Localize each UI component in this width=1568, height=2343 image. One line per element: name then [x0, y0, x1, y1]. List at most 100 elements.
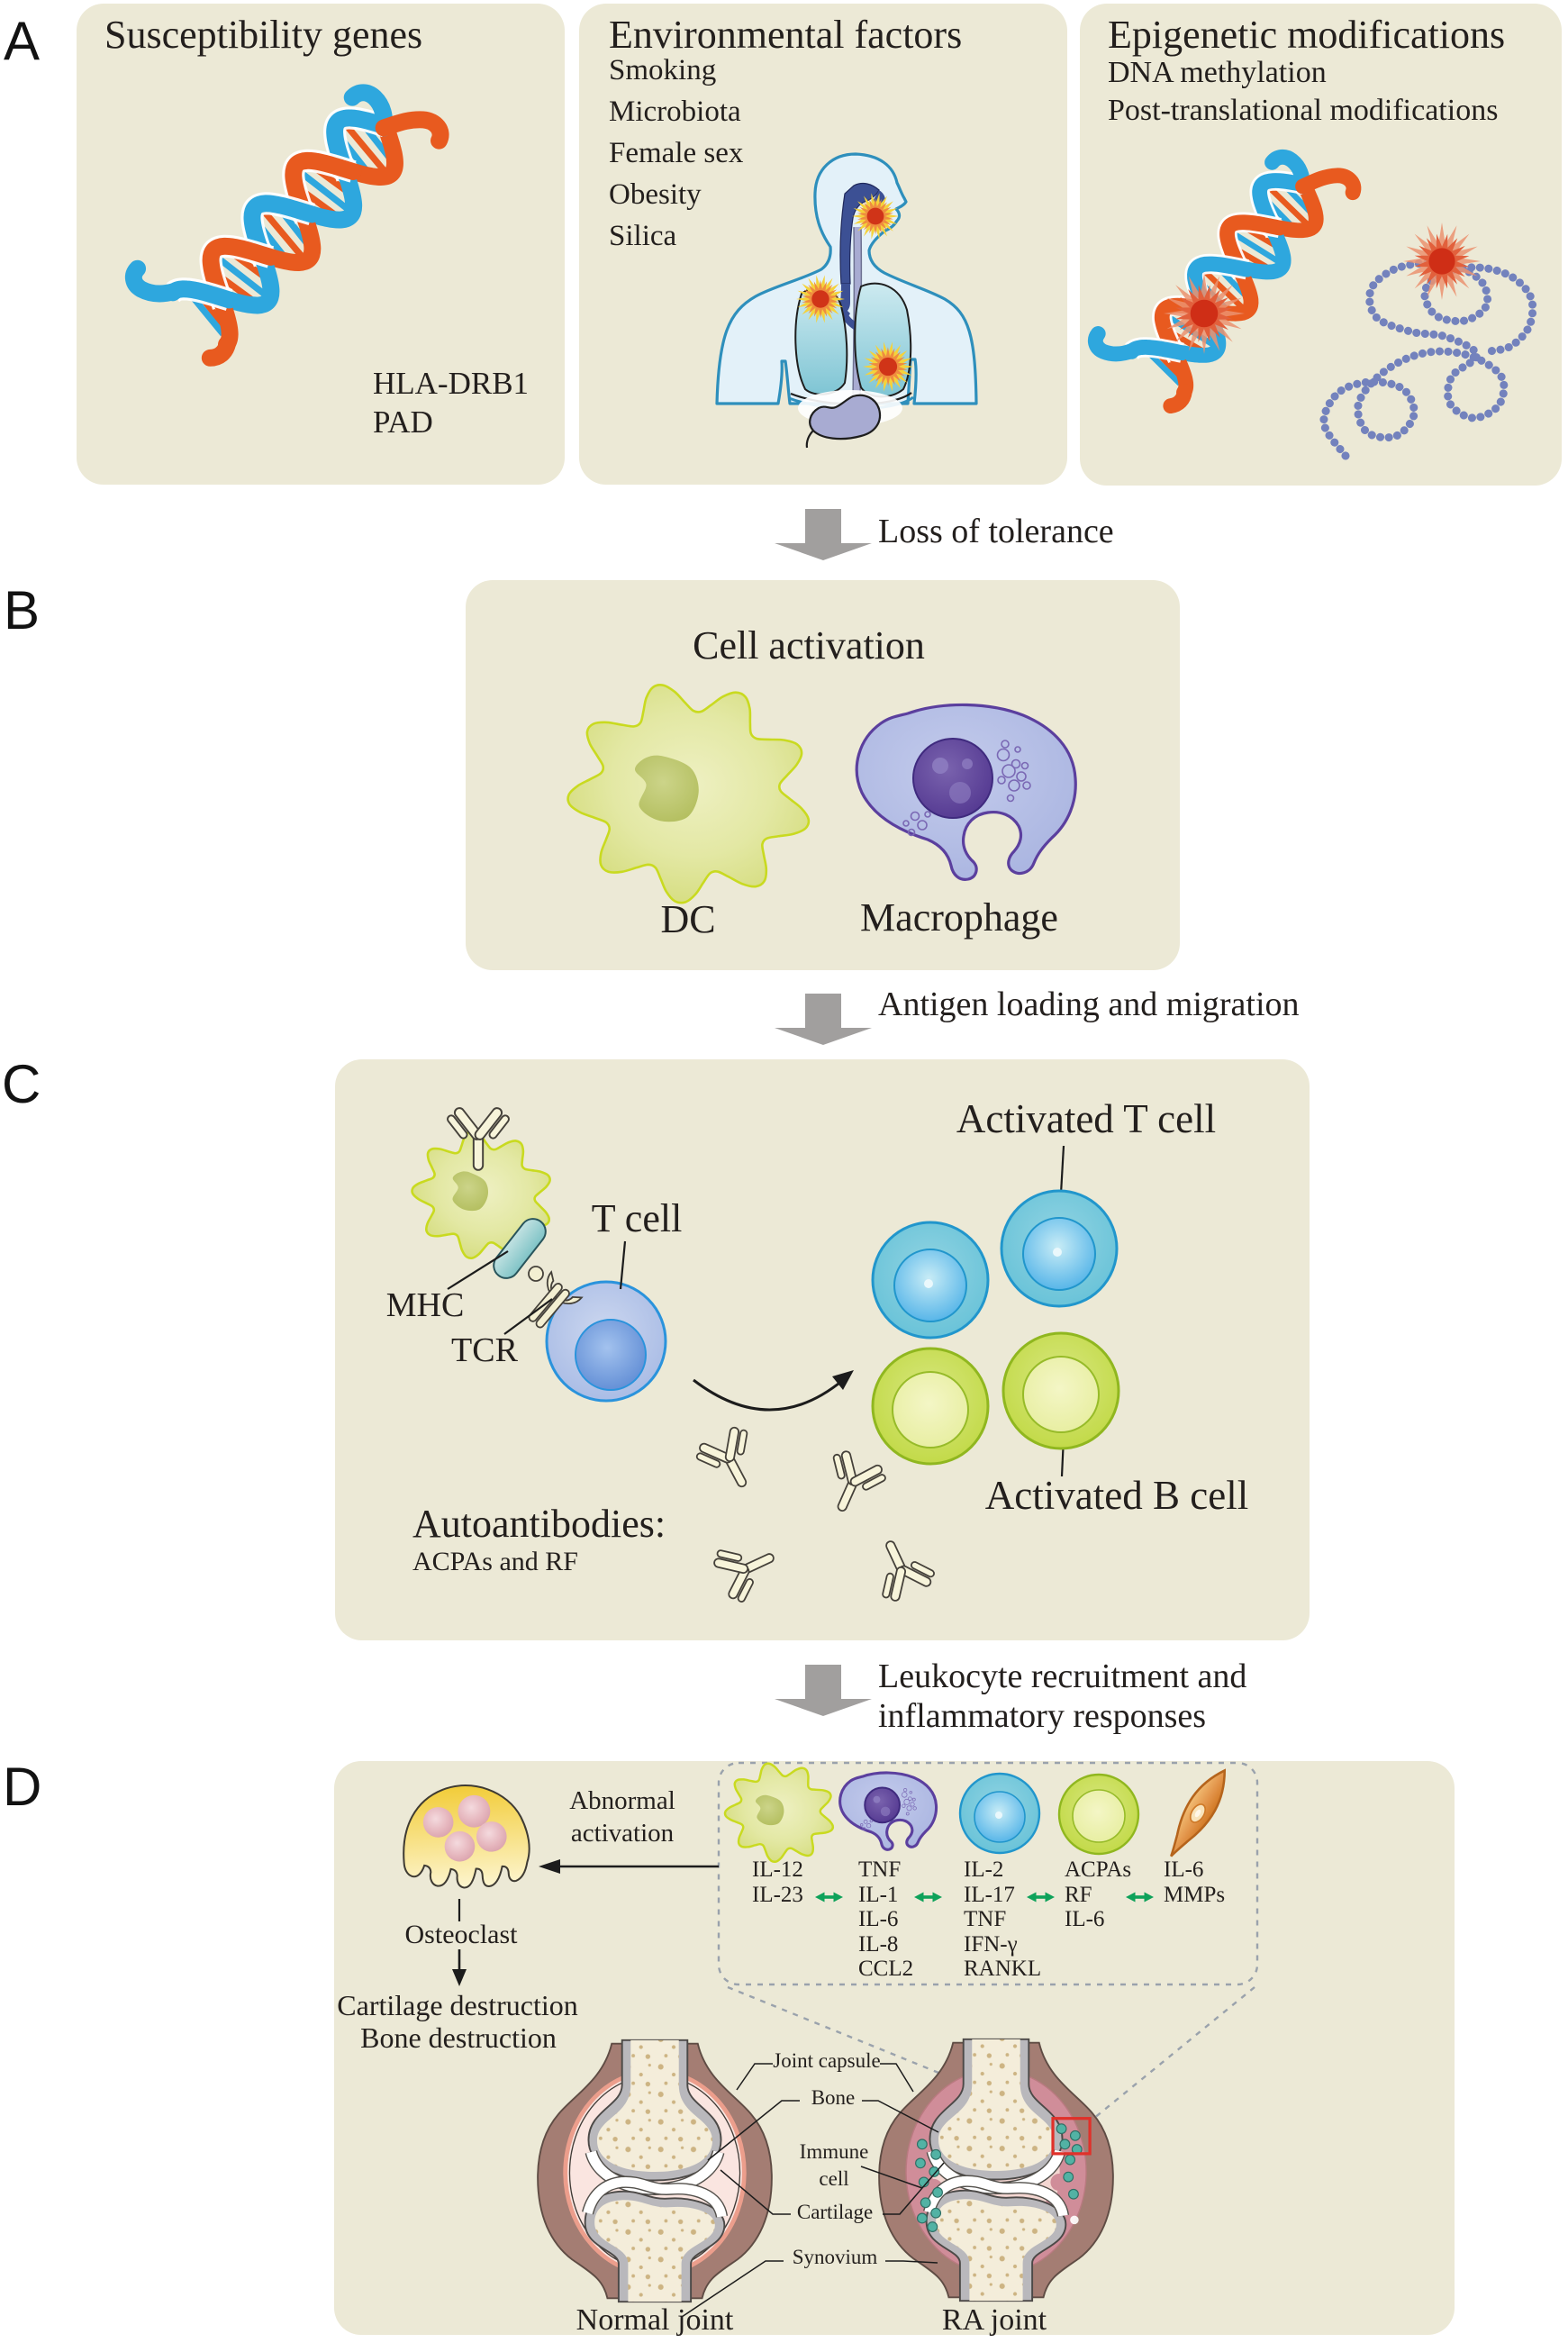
destruction-arrow	[452, 1949, 467, 1986]
cell-activation-title: Cell activation	[693, 623, 925, 667]
activated-b-cell-icon	[1002, 1331, 1120, 1450]
antibody-icon	[860, 1528, 942, 1609]
leukocyte-label-line1: Leukocyte recruitment and	[878, 1657, 1247, 1695]
t-cell-label: T cell	[591, 1196, 683, 1240]
double-arrow-icon	[914, 1892, 942, 1903]
down-arrow-icon	[775, 994, 872, 1045]
osteoclast-label: Osteoclast	[404, 1920, 518, 1949]
factor-item: Obesity	[609, 178, 702, 211]
synovium-label: Synovium	[792, 2246, 878, 2268]
gene-item: HLA-DRB1	[373, 366, 530, 401]
cytokine-item: IL-8	[858, 1931, 899, 1957]
cytokine-item: IFN-γ	[964, 1931, 1018, 1957]
tcr-icon	[528, 1270, 584, 1329]
dendritic-cell-icon	[723, 1762, 835, 1864]
antigen-peptide-icon	[528, 1266, 544, 1282]
mhc-label: MHC	[385, 1286, 465, 1324]
epigenetic-item: Post-translational modifications	[1108, 94, 1499, 127]
cytokine-item: RF	[1065, 1882, 1092, 1907]
double-arrow-icon	[1126, 1892, 1154, 1903]
leukocyte-label-line2: inflammatory responses	[878, 1697, 1207, 1735]
immune-cell-label-line1: Immune	[799, 2140, 869, 2163]
susceptibility-title: Susceptibility genes	[104, 13, 423, 57]
methyl-starburst-icon	[1164, 273, 1245, 354]
factor-item: Microbiota	[609, 95, 741, 128]
susceptibility-genes-box	[77, 4, 565, 485]
activated-t-cell-icon	[871, 1221, 990, 1340]
cytokine-item: RANKL	[964, 1957, 1042, 1981]
abnormal-label-line2: activation	[570, 1819, 675, 1848]
b-cell-icon	[1057, 1773, 1140, 1856]
epigenetic-item: DNA methylation	[1108, 56, 1327, 89]
environment-title: Environmental factors	[609, 13, 963, 57]
loss-of-tolerance-label: Loss of tolerance	[878, 513, 1114, 550]
down-arrow-icon	[775, 509, 872, 560]
cytokine-item: TNF	[858, 1857, 902, 1882]
cytokine-item: TNF	[964, 1907, 1007, 1931]
panel-label-a: A	[4, 11, 41, 71]
joint-label-lines	[681, 2063, 945, 2318]
factor-item: Smoking	[609, 54, 717, 86]
cartilage-destruction-label: Cartilage destruction	[337, 1989, 578, 2021]
epigenetic-modifications-box	[1080, 4, 1562, 486]
ra-joint-illustration	[878, 2038, 1114, 2302]
panel-label-d: D	[3, 1757, 42, 1817]
tcr-label: TCR	[451, 1331, 518, 1369]
abnormal-activation-arrow	[539, 1859, 719, 1874]
macrophage-icon	[855, 703, 1077, 881]
cytokine-item: ACPAs	[1065, 1857, 1132, 1882]
cytokine-item: IL-23	[752, 1882, 803, 1907]
factor-item: Female sex	[609, 137, 744, 169]
bone-label: Bone	[811, 2086, 856, 2109]
abnormal-label-line1: Abnormal	[569, 1786, 675, 1815]
antigen-loading-label: Antigen loading and migration	[878, 985, 1300, 1023]
double-arrow-icon	[815, 1892, 843, 1903]
activated-b-cell-icon	[871, 1347, 990, 1466]
dendritic-cell-icon	[566, 684, 811, 904]
panel-label-b: B	[4, 580, 41, 640]
dna-helix-icon	[124, 84, 449, 367]
activated-b-cell-label: Activated B cell	[984, 1473, 1249, 1518]
cytokine-item: IL-6	[1164, 1857, 1204, 1882]
antibody-icon	[689, 1420, 771, 1502]
mhc-molecule-icon	[493, 1218, 547, 1279]
activated-t-cell-label: Activated T cell	[956, 1096, 1217, 1141]
gene-item: PAD	[373, 404, 433, 440]
dashed-callout-box	[717, 1761, 1259, 2121]
fibroblast-icon	[1170, 1768, 1227, 1857]
cytokine-item: IL-12	[752, 1857, 803, 1882]
cytokine-item: IL-17	[964, 1882, 1015, 1907]
cytokine-item: MMPs	[1164, 1882, 1226, 1907]
immune-cell-label-line2: cell	[819, 2167, 849, 2190]
antibody-icon	[812, 1444, 893, 1524]
cartilage-label: Cartilage	[796, 2201, 874, 2223]
factor-item: Silica	[609, 220, 677, 252]
osteoclast-icon	[403, 1784, 530, 1889]
bone-destruction-label: Bone destruction	[360, 2021, 557, 2054]
cytokine-item: IL-2	[964, 1857, 1004, 1882]
cytokine-item: IL-6	[1065, 1907, 1105, 1931]
panel-label-c: C	[2, 1054, 41, 1114]
down-arrow-icon	[775, 1665, 872, 1716]
curved-arrow-icon	[693, 1370, 854, 1412]
ra-joint-caption: RA joint	[941, 2303, 1047, 2337]
dc-label: DC	[660, 897, 716, 941]
human-torso-icon	[715, 152, 978, 449]
double-arrow-icon	[1027, 1892, 1055, 1903]
antibody-icon	[706, 1528, 787, 1610]
macrophage-label: Macrophage	[860, 895, 1058, 940]
autoantibodies-sub: ACPAs and RF	[412, 1547, 578, 1576]
normal-joint-illustration	[537, 2039, 773, 2303]
joint-capsule-label: Joint capsule	[773, 2049, 881, 2072]
normal-joint-caption: Normal joint	[576, 2303, 734, 2337]
activated-t-cell-icon	[1000, 1189, 1119, 1308]
epigenetic-title: Epigenetic modifications	[1108, 13, 1506, 57]
cytokine-item: IL-6	[858, 1907, 899, 1931]
